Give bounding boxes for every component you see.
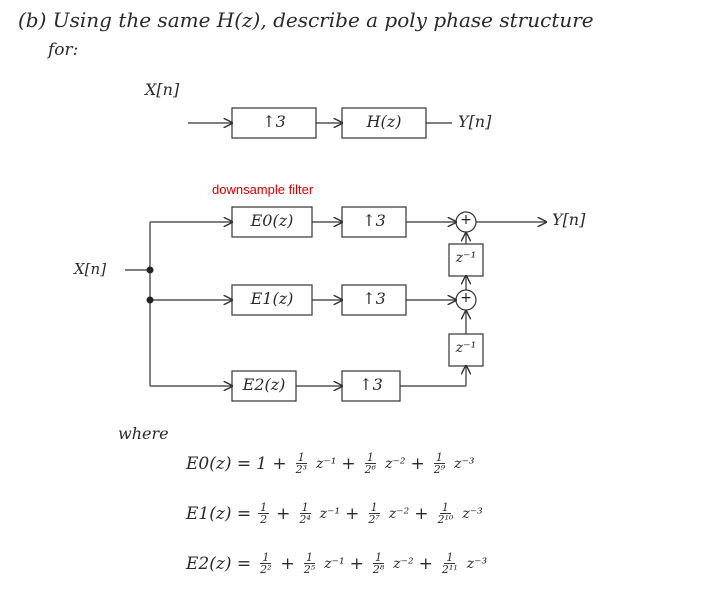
top-output-label: Y[n] bbox=[458, 112, 492, 131]
equation-plus: + bbox=[276, 503, 291, 524]
fraction-numerator: 1 bbox=[368, 501, 380, 514]
fraction-denominator: 2¹¹ bbox=[441, 563, 458, 576]
equation-lhs: E2(z) = bbox=[186, 553, 252, 574]
equation-lhs: E1(z) = bbox=[186, 503, 252, 524]
delay-2-label: z⁻¹ bbox=[455, 340, 477, 356]
fraction-denominator: 2³ bbox=[295, 463, 307, 476]
fraction-numerator: 1 bbox=[373, 551, 385, 564]
where-label: where bbox=[118, 424, 169, 443]
fraction-denominator: 2² bbox=[260, 563, 272, 576]
top-input-label: X[n] bbox=[145, 80, 180, 99]
input-junction-dot bbox=[146, 266, 154, 274]
fraction-numerator: 1 bbox=[295, 451, 307, 464]
fraction-denominator: 2 bbox=[260, 513, 268, 526]
equation-power-term: z⁻³ bbox=[466, 555, 488, 572]
equation-power-term: z⁻¹ bbox=[319, 505, 341, 522]
branch-1-up-label: ↑3 bbox=[362, 289, 386, 308]
equation-plus: + bbox=[414, 503, 429, 524]
branch-junction-dot bbox=[146, 296, 154, 304]
fraction-denominator: 2⁷ bbox=[368, 513, 380, 526]
fraction-denominator: 2⁹ bbox=[433, 463, 446, 476]
branch-2-filter-label: E2(z) bbox=[242, 375, 286, 394]
equation-plus: + bbox=[280, 553, 295, 574]
branch-1-filter-label: E1(z) bbox=[250, 289, 294, 308]
adder-0-label: + bbox=[460, 212, 472, 228]
equation-power-term: z⁻² bbox=[393, 555, 414, 572]
equation-plus: + bbox=[418, 553, 433, 574]
branch-2-up-label: ↑3 bbox=[359, 375, 383, 394]
poly-output-label: Y[n] bbox=[552, 210, 586, 229]
poly-input-label: X[n] bbox=[74, 260, 107, 278]
equation-power-term: z⁻² bbox=[385, 455, 406, 472]
equation-power-term: z⁻³ bbox=[454, 455, 475, 472]
fraction-numerator: 1 bbox=[364, 451, 376, 464]
heading-line-1: (b) Using the same H(z), describe a poly… bbox=[18, 8, 594, 32]
fraction-numerator: 1 bbox=[439, 501, 451, 514]
delay-1-label: z⁻¹ bbox=[455, 250, 477, 266]
equation-lead-term: 1 + bbox=[256, 453, 287, 474]
equation-plus: + bbox=[345, 503, 360, 524]
equation-power-term: z⁻² bbox=[388, 505, 410, 522]
fraction-denominator: 2⁵ bbox=[303, 563, 316, 576]
fraction-numerator: 1 bbox=[433, 451, 445, 464]
fraction-denominator: 2⁶ bbox=[364, 463, 377, 476]
branch-0-up-label: ↑3 bbox=[362, 211, 386, 230]
fraction-denominator: 2⁴ bbox=[299, 513, 311, 526]
fraction-numerator: 1 bbox=[260, 551, 272, 564]
top-up3-label: ↑3 bbox=[262, 112, 286, 131]
equation-power-term: z⁻¹ bbox=[324, 555, 345, 572]
equation-plus: + bbox=[410, 453, 425, 474]
fraction-numerator: 1 bbox=[444, 551, 456, 564]
branch-0-filter-label: E0(z) bbox=[250, 211, 294, 230]
fraction-numerator: 1 bbox=[258, 501, 270, 514]
fraction-numerator: 1 bbox=[303, 551, 315, 564]
equation-power-term: z⁻³ bbox=[462, 505, 483, 522]
equation-plus: + bbox=[349, 553, 364, 574]
top-filter-label: H(z) bbox=[366, 112, 402, 131]
fraction-denominator: 2⁸ bbox=[372, 563, 385, 576]
heading-line-2: for: bbox=[48, 40, 79, 60]
adder-1-label: + bbox=[460, 290, 472, 306]
equation-lhs: E0(z) = bbox=[186, 453, 252, 474]
equation-power-term: z⁻¹ bbox=[316, 455, 337, 472]
fraction-denominator: 2¹⁰ bbox=[437, 513, 454, 526]
equation-plus: + bbox=[341, 453, 356, 474]
downsample-filter-annotation: downsample filter bbox=[212, 182, 314, 197]
fraction-numerator: 1 bbox=[299, 501, 311, 514]
